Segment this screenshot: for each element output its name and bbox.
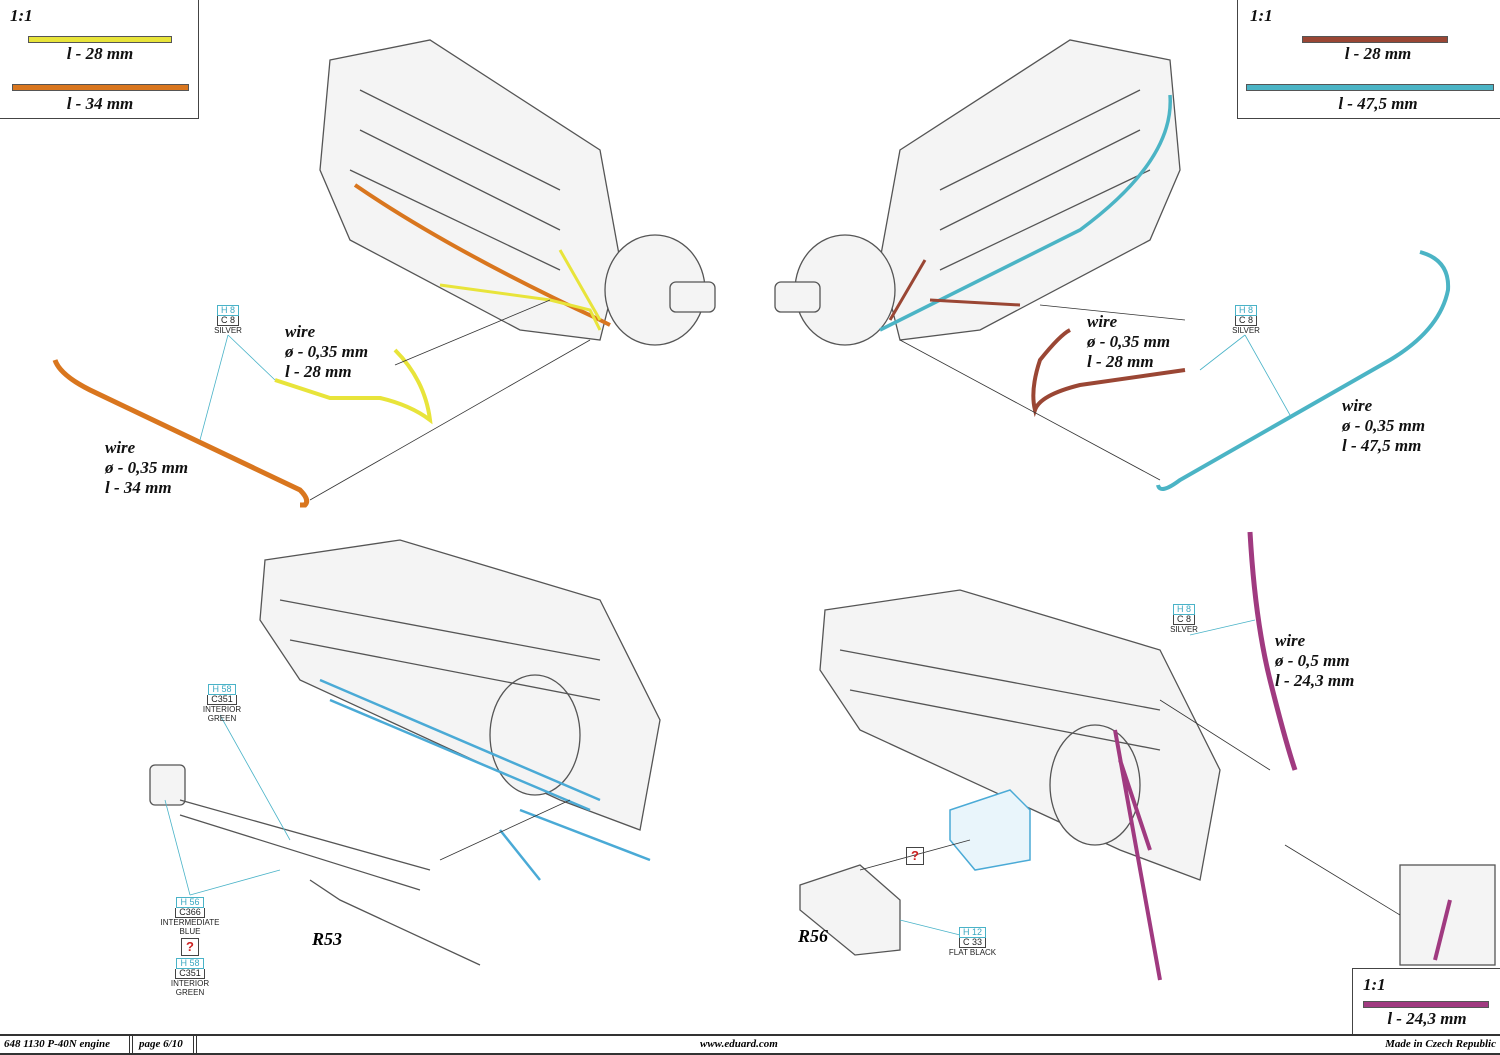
wire-diameter: ø - 0,35 mm	[1087, 332, 1171, 351]
legend-length: l - 24,3 mm	[1387, 1009, 1467, 1028]
legend-length: l - 47,5 mm	[1338, 94, 1418, 113]
part-number-r56: R56	[798, 926, 829, 946]
paint-name: SILVER	[1170, 625, 1198, 634]
scale-label: 1:1	[1250, 6, 1273, 25]
gunze-code: C366	[175, 908, 205, 918]
legend-length: l - 28 mm	[1344, 44, 1412, 63]
paint-code-silver: H 8 C 8 SILVER	[203, 305, 253, 335]
paint-code-interior-green: H 58 C351 INTERIOR GREEN	[160, 958, 220, 997]
gunze-code: C 8	[1234, 316, 1257, 326]
paint-name: FLAT BLACK	[948, 948, 997, 957]
paint-code-silver: H 8 C 8 SILVER	[1159, 604, 1209, 634]
wire-cyan	[1156, 250, 1451, 491]
wire-orange	[52, 359, 310, 508]
engine-bottom-left	[259, 539, 661, 831]
wire-title: wire	[105, 438, 136, 457]
wire-title: wire	[1087, 312, 1118, 331]
wire-length-bar-brown	[1302, 36, 1448, 43]
part-number-r53: R53	[312, 929, 343, 949]
wire-brown	[1031, 328, 1186, 418]
legend-length: l - 28 mm	[66, 44, 134, 63]
wire-length-bar-cyan	[1246, 84, 1494, 91]
wire-label-magenta: wire ø - 0,5 mm l - 24,3 mm	[1275, 631, 1354, 691]
part-r56	[799, 864, 901, 956]
legend-top-left: 1:1 l - 28 mm l - 34 mm	[0, 0, 199, 119]
gunze-code: C 33	[958, 938, 986, 948]
gunze-code: C 8	[1172, 615, 1195, 625]
wire-length-bar-orange	[12, 84, 189, 91]
wire-title: wire	[1342, 396, 1373, 415]
paint-name: GREEN	[175, 988, 205, 997]
wire-length: l - 24,3 mm	[1275, 671, 1355, 690]
engine-top-right	[774, 39, 1181, 346]
paint-name: SILVER	[214, 326, 242, 335]
wire-length: l - 28 mm	[1087, 352, 1154, 371]
paint-code-intermediate-blue: H 56 C366 INTERMEDIATE BLUE	[150, 897, 230, 936]
paint-name: GREEN	[207, 714, 237, 723]
website: www.eduard.com	[700, 1038, 778, 1050]
unknown-mark: ?	[906, 847, 924, 865]
paint-name: INTERIOR	[202, 705, 242, 714]
made-in: Made in Czech Republic	[1385, 1038, 1496, 1050]
unknown-mark: ?	[181, 938, 199, 956]
paint-code-flat-black: H 12 C 33 FLAT BLACK	[940, 927, 1005, 957]
wire-length-bar-magenta	[1363, 1001, 1489, 1008]
wire-title: wire	[1275, 631, 1306, 650]
wire-diameter: ø - 0,5 mm	[1275, 651, 1350, 670]
page-number: page 6/10	[139, 1038, 183, 1050]
gunze-code: C 8	[216, 316, 239, 326]
wire-label-orange: wire ø - 0,35 mm l - 34 mm	[105, 438, 188, 498]
paint-code-interior-green: H 58 C351 INTERIOR GREEN	[192, 684, 252, 723]
legend-top-right: 1:1 l - 28 mm l - 47,5 mm	[1237, 0, 1500, 119]
paint-name: SILVER	[1232, 326, 1260, 335]
wire-diameter: ø - 0,35 mm	[285, 342, 369, 361]
gunze-code: C351	[175, 969, 205, 979]
wire-length: l - 34 mm	[105, 478, 172, 497]
wire-magenta	[1247, 531, 1298, 771]
paint-name: BLUE	[179, 927, 201, 936]
paint-name: INTERIOR	[170, 979, 210, 988]
footer: 648 1130 P-40N engine page 6/10 www.edua…	[0, 1034, 1500, 1055]
gunze-code: C351	[207, 695, 237, 705]
wire-diameter: ø - 0,35 mm	[1342, 416, 1426, 435]
wire-title: wire	[285, 322, 316, 341]
paint-name: INTERMEDIATE	[160, 918, 220, 927]
wire-diameter: ø - 0,35 mm	[105, 458, 189, 477]
part-r53	[149, 764, 481, 966]
scale-label: 1:1	[1363, 975, 1386, 994]
wire-length: l - 28 mm	[285, 362, 352, 381]
wire-label-brown: wire ø - 0,35 mm l - 28 mm	[1087, 312, 1170, 372]
wire-yellow	[274, 348, 433, 425]
engine-top-left	[319, 39, 716, 346]
scale-label: 1:1	[10, 6, 33, 25]
wire-label-cyan: wire ø - 0,35 mm l - 47,5 mm	[1342, 396, 1425, 456]
wire-label-yellow: wire ø - 0,35 mm l - 28 mm	[285, 322, 368, 382]
wire-length: l - 47,5 mm	[1342, 436, 1422, 455]
legend-bottom-right: 1:1 l - 24,3 mm	[1352, 968, 1500, 1036]
wire-length-bar-yellow	[28, 36, 172, 43]
legend-length: l - 34 mm	[66, 94, 134, 113]
product-code: 648 1130 P-40N engine	[4, 1038, 111, 1050]
paint-code-silver: H 8 C 8 SILVER	[1221, 305, 1271, 335]
